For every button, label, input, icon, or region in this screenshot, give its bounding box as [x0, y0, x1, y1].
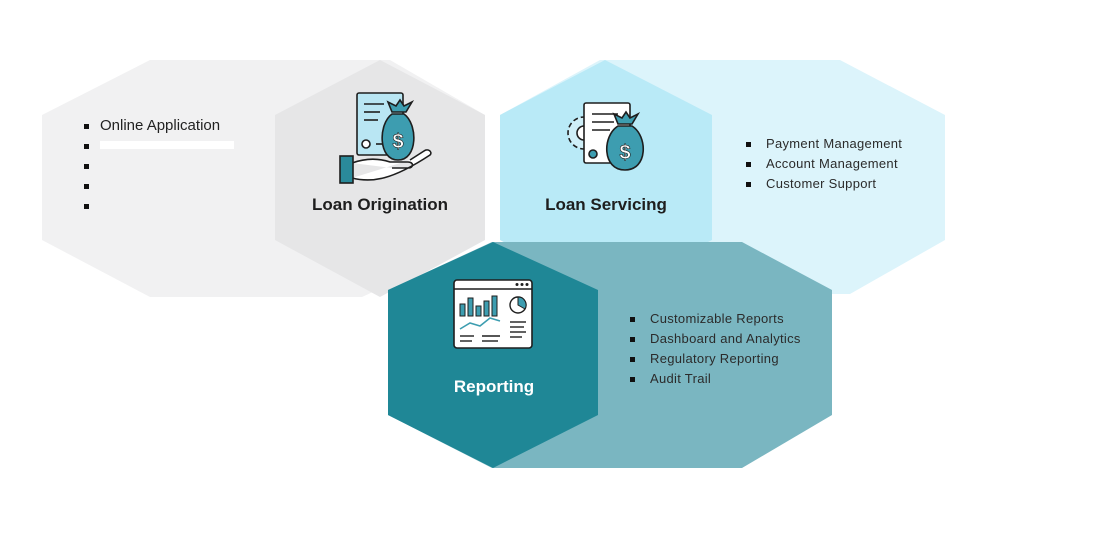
loan-origination-list: Online Application	[84, 116, 220, 216]
loan-servicing-title: Loan Servicing	[545, 195, 667, 214]
list-item: Dashboard and Analytics	[630, 329, 801, 349]
list-item: Audit Trail	[630, 369, 801, 389]
svg-text:$: $	[392, 131, 403, 153]
list-item: Payment Management	[746, 134, 902, 154]
gear-document-money-bag-icon: $	[567, 102, 645, 171]
hand-document-money-bag-icon: $	[339, 92, 432, 184]
redaction-bar	[100, 141, 234, 149]
dashboard-report-icon	[453, 279, 533, 349]
reporting-list: Customizable Reports Dashboard and Analy…	[630, 309, 801, 389]
servicing-inner-hexagon	[500, 60, 712, 294]
loan-origination-title: Loan Origination	[312, 195, 448, 214]
list-item: Account Management	[746, 154, 902, 174]
list-item	[84, 136, 220, 156]
list-item: Online Application	[84, 116, 220, 136]
svg-text:$: $	[619, 142, 630, 164]
list-item	[84, 176, 220, 196]
list-item: Customizable Reports	[630, 309, 801, 329]
reporting-title: Reporting	[453, 377, 535, 396]
list-item: Customer Support	[746, 174, 902, 194]
loan-servicing-list: Payment Management Account Management Cu…	[746, 134, 902, 194]
list-item: Regulatory Reporting	[630, 349, 801, 369]
reporting-inner-hexagon	[388, 242, 598, 468]
list-item	[84, 196, 220, 216]
list-item	[84, 156, 220, 176]
